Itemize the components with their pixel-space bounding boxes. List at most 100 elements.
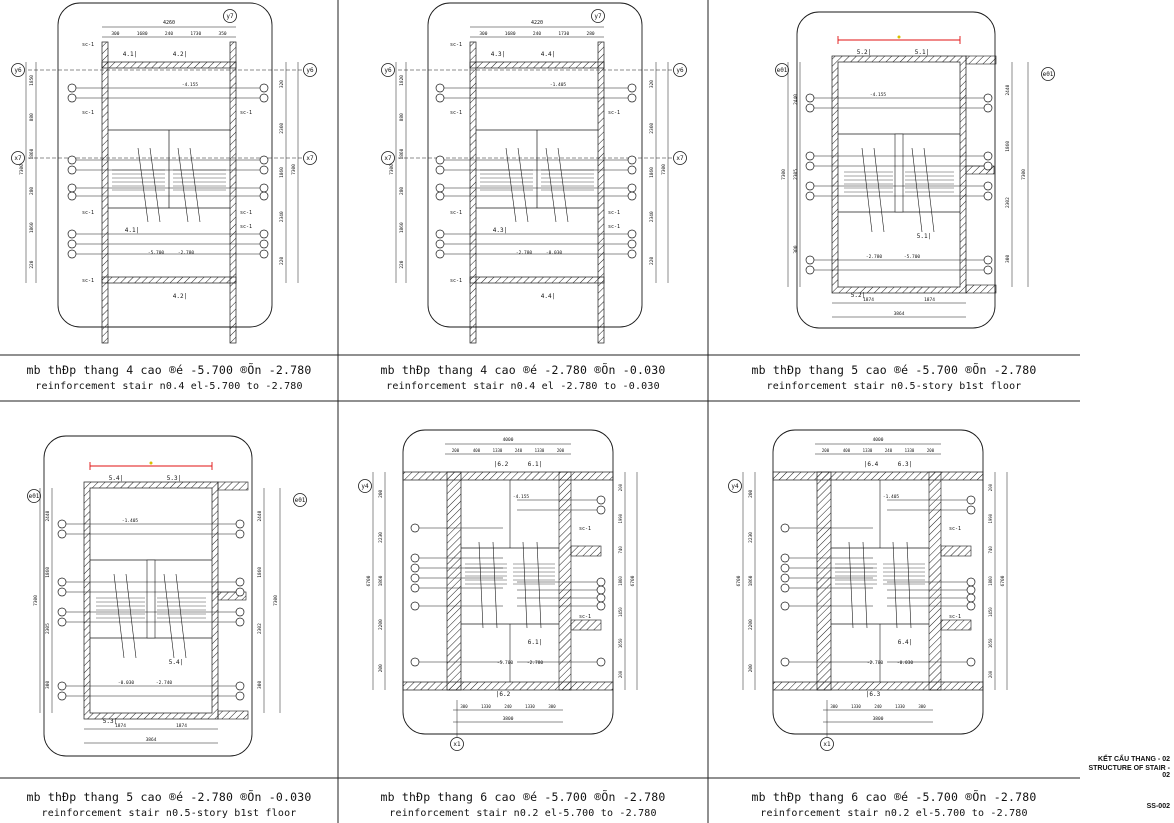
slab-extension [570, 619, 602, 631]
rebar-end [435, 239, 445, 249]
level-marker: -1.405 [883, 494, 900, 500]
level-marker: -2.780 [527, 660, 544, 666]
plan-boundary [796, 11, 996, 329]
level-marker: -5.700 [904, 254, 921, 260]
rebar-end [435, 191, 445, 201]
caption-title: mb thÐp thang 5 cao ®é -5.700 ®Õn -2.780 [751, 363, 1037, 377]
stair-rebar [517, 147, 529, 223]
rebar-end [57, 587, 67, 597]
rebar-mark: 5.2| [851, 292, 865, 299]
rebar-end [410, 573, 420, 583]
caption-subtitle: reinforcement stair n0.5-story b1st floo… [41, 808, 297, 819]
sc-label: sc-1 [240, 210, 252, 216]
slab-extension [940, 545, 972, 557]
dim-segment: 1860 [748, 575, 754, 586]
stair-rebar [505, 147, 517, 223]
rebar-end [805, 255, 815, 265]
dim-total: 6700 [366, 575, 372, 586]
rebar-end [983, 93, 993, 103]
dim-segment: 240 [885, 448, 893, 453]
dim-segment: 200 [748, 489, 754, 497]
stair-rebar [911, 147, 923, 233]
dim-segment: 200 [988, 670, 993, 678]
sheet-number: SS-002 [1146, 803, 1170, 810]
rebar-end [67, 165, 77, 175]
axis-bubble [303, 151, 317, 165]
title-block-line1: KẾT CẤU THANG - 02 [1098, 756, 1170, 763]
stair-rebar [545, 147, 557, 223]
axis-label: e01 [29, 493, 40, 500]
dim-segment: 300 [548, 704, 556, 709]
dim-segment: 2340 [649, 211, 655, 222]
dim-total: 7300 [389, 164, 395, 175]
rebar-mark: |6.2 [496, 691, 511, 698]
rebar-end [235, 691, 245, 701]
dim-total: 6700 [1000, 575, 1006, 586]
dim-segment: 1990 [988, 513, 993, 523]
rebar-end [67, 183, 77, 193]
stair-rebar [175, 573, 187, 659]
rebar-end [805, 93, 815, 103]
dim-segment: 2302 [257, 623, 263, 634]
dim-segment: 1330 [481, 704, 491, 709]
dim-segment: 1730 [190, 31, 201, 37]
dim-segment: 880 [29, 113, 35, 121]
rebar-end [780, 553, 790, 563]
dim-segment: 200 [618, 483, 623, 491]
rebar-end [259, 93, 269, 103]
dim-segment: 1874 [176, 723, 187, 729]
dim-segment: 1330 [895, 704, 905, 709]
dim-segment: 2230 [378, 532, 384, 543]
rebar-end [57, 577, 67, 587]
wall-right [558, 471, 572, 691]
rebar-end [67, 239, 77, 249]
rebar-end [780, 563, 790, 573]
level-marker: -2.780 [866, 254, 883, 260]
rebar-end [596, 585, 606, 595]
sc-label: sc-1 [579, 614, 591, 620]
sc-label: sc-1 [82, 210, 94, 216]
stair-rebar [557, 147, 569, 223]
sc-label: sc-1 [450, 110, 462, 116]
dim-segment: 300 [45, 681, 51, 689]
stair-divider [146, 559, 156, 639]
caption-panel-3: mb thÐp thang 5 cao ®é -5.700 ®Õn -2.780… [708, 363, 1080, 392]
dim-overall: 4220 [531, 20, 543, 26]
dim-segment: 300 [793, 245, 799, 253]
sc-label: sc-1 [450, 278, 462, 284]
axis-label: y6 [384, 67, 392, 74]
dim-segment: 320 [649, 80, 655, 88]
dim-segment: 1874 [863, 297, 874, 303]
rebar-end [57, 519, 67, 529]
dim-segment: 1820 [399, 75, 405, 86]
dim-total: 3800 [503, 716, 514, 722]
dim-segment: 320 [279, 80, 285, 88]
rebar-end [435, 83, 445, 93]
rebar-end [983, 151, 993, 161]
rebar-end [259, 165, 269, 175]
dim-segment: 1860 [1005, 141, 1011, 152]
rebar-end [410, 553, 420, 563]
title-block: KẾT CẤU THANG - 02 STRUCTURE OF STAIR - … [1086, 756, 1170, 810]
axis-bubble [381, 151, 395, 165]
plan-boundary [57, 2, 273, 328]
wall-core [816, 471, 832, 691]
rebar-mark: 5.2| [857, 49, 871, 56]
dim-segment: 1860 [399, 222, 405, 233]
dim-segment: 2340 [279, 211, 285, 222]
slab-top [402, 471, 614, 481]
stair-rebar [923, 147, 935, 233]
axis-label: y7 [594, 13, 602, 20]
dim-segment: 1680 [137, 31, 148, 37]
dim-segment: 1450 [618, 607, 623, 617]
dim-segment: 300 [111, 31, 119, 37]
rebar-end [410, 583, 420, 593]
rebar-end [235, 681, 245, 691]
level-marker: -2.780 [516, 250, 533, 256]
plan-boundary [427, 2, 643, 328]
dim-segment: 1450 [988, 607, 993, 617]
axis-label: y6 [14, 67, 22, 74]
